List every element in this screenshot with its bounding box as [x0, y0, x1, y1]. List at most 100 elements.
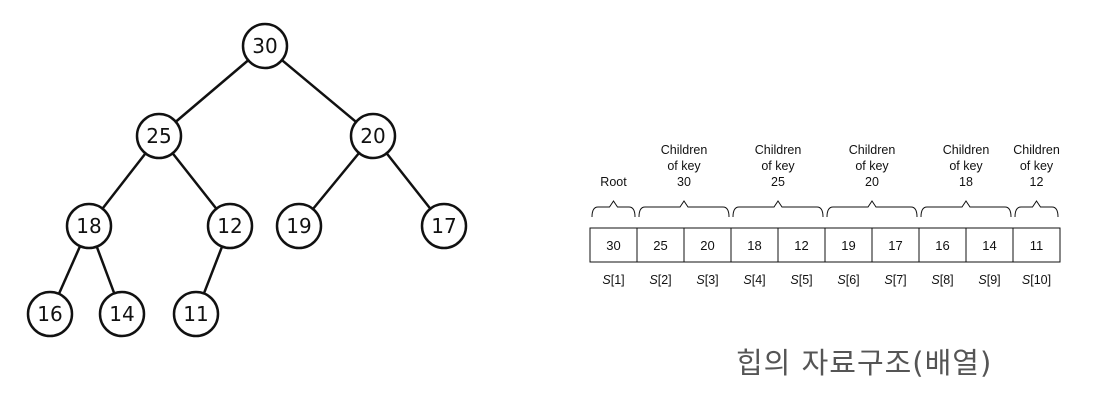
- array-index-label: S[9]: [978, 273, 1000, 287]
- array-index-number: [1]: [611, 273, 625, 287]
- array-cell-box: [636, 227, 685, 263]
- array-group-braces: [591, 200, 1059, 218]
- group-header-line: of key: [667, 159, 701, 173]
- array-index-prefix: S: [978, 273, 987, 287]
- group-header-line: of key: [949, 159, 983, 173]
- group-header-line: 25: [771, 175, 785, 189]
- array-index-number: [9]: [987, 273, 1001, 287]
- group-brace: [826, 200, 918, 218]
- array-index-number: [6]: [846, 273, 860, 287]
- array-group-header: Children of key 25: [755, 143, 802, 189]
- group-header-line: 18: [959, 175, 973, 189]
- array-index-prefix: S: [790, 273, 799, 287]
- array-group-header: Children of key 12: [1013, 143, 1060, 189]
- tree-edge: [57, 245, 82, 295]
- array-index-prefix: S: [884, 273, 893, 287]
- array-cell: 30: [589, 227, 638, 263]
- caption: 힙의 자료구조(배열): [736, 346, 993, 380]
- array-cell-value: 11: [1030, 238, 1044, 253]
- tree-edge: [174, 59, 250, 123]
- tree-edge: [312, 152, 360, 210]
- tree-edge: [385, 152, 432, 210]
- node-circle: [135, 112, 183, 160]
- array-index-label: S[8]: [931, 273, 953, 287]
- node-label: 18: [76, 214, 101, 238]
- tree-nodes: 30 25 20 18 12 19 17 16 14 11: [26, 22, 468, 338]
- array-cell: 14: [965, 227, 1014, 263]
- array-index-number: [3]: [705, 273, 719, 287]
- group-header-line: of key: [1020, 159, 1054, 173]
- node-circle: [349, 112, 397, 160]
- array-cell-box: [824, 227, 873, 263]
- group-header-line: Children: [1013, 143, 1060, 157]
- tree-edges: [57, 59, 432, 295]
- tree-node: 11: [172, 290, 220, 338]
- array-group-header: Root: [600, 175, 627, 189]
- tree-node: 16: [26, 290, 74, 338]
- array-index-number: [10]: [1030, 273, 1051, 287]
- tree-node: 30: [241, 22, 289, 70]
- array-cell: 12: [777, 227, 826, 263]
- node-circle: [98, 290, 146, 338]
- node-circle: [206, 202, 254, 250]
- group-header-line: Children: [755, 143, 802, 157]
- node-label: 17: [431, 214, 456, 238]
- array-index-number: [5]: [799, 273, 813, 287]
- node-circle: [241, 22, 289, 70]
- array-cell-value: 30: [606, 238, 620, 253]
- array-indices: S[1]S[2]S[3]S[4]S[5]S[6]S[7]S[8]S[9]S[10…: [602, 273, 1051, 287]
- array-index-label: S[10]: [1022, 273, 1051, 287]
- tree-node: 14: [98, 290, 146, 338]
- node-label: 11: [183, 302, 208, 326]
- array-cell-value: 14: [982, 238, 996, 253]
- node-circle: [26, 290, 74, 338]
- tree-node: 20: [349, 112, 397, 160]
- array-index-number: [4]: [752, 273, 766, 287]
- array-index-prefix: S: [649, 273, 658, 287]
- array-index-prefix: S: [696, 273, 705, 287]
- node-label: 19: [286, 214, 311, 238]
- array-index-number: [2]: [658, 273, 672, 287]
- array-index-number: [8]: [940, 273, 954, 287]
- array-index-prefix: S: [602, 273, 611, 287]
- array-index-number: [7]: [893, 273, 907, 287]
- array-cell-value: 16: [935, 238, 949, 253]
- tree-edge: [95, 246, 116, 294]
- group-header-line: 12: [1030, 175, 1044, 189]
- node-circle: [172, 290, 220, 338]
- tree-edge: [202, 246, 224, 294]
- group-brace: [638, 200, 730, 218]
- node-label: 25: [146, 124, 171, 148]
- array-cell: 17: [871, 227, 920, 263]
- group-brace: [920, 200, 1012, 218]
- array-index-label: S[2]: [649, 273, 671, 287]
- array-index-label: S[5]: [790, 273, 812, 287]
- tree-edge: [101, 152, 147, 210]
- array-cell-box: [683, 227, 732, 263]
- node-label: 14: [109, 302, 134, 326]
- array-index-prefix: S: [837, 273, 846, 287]
- array-index-prefix: S: [931, 273, 940, 287]
- group-header-line: Children: [661, 143, 708, 157]
- array-index-label: S[7]: [884, 273, 906, 287]
- node-circle: [420, 202, 468, 250]
- array-cell-value: 20: [700, 238, 714, 253]
- tree-edge: [281, 59, 357, 123]
- array-index-prefix: S: [743, 273, 752, 287]
- group-header-line: Root: [600, 175, 627, 189]
- array-cell-value: 12: [794, 238, 808, 253]
- tree-node: 18: [65, 202, 113, 250]
- array-cell-value: 18: [747, 238, 761, 253]
- array-index-prefix: S: [1022, 273, 1031, 287]
- array-cell: 16: [918, 227, 967, 263]
- array-cell-box: [871, 227, 920, 263]
- tree-node: 12: [206, 202, 254, 250]
- array-cell-box: [1012, 227, 1061, 263]
- array-cell: 11: [1012, 227, 1061, 263]
- array-cell: 19: [824, 227, 873, 263]
- array-cell-value: 19: [841, 238, 855, 253]
- group-header-line: of key: [761, 159, 795, 173]
